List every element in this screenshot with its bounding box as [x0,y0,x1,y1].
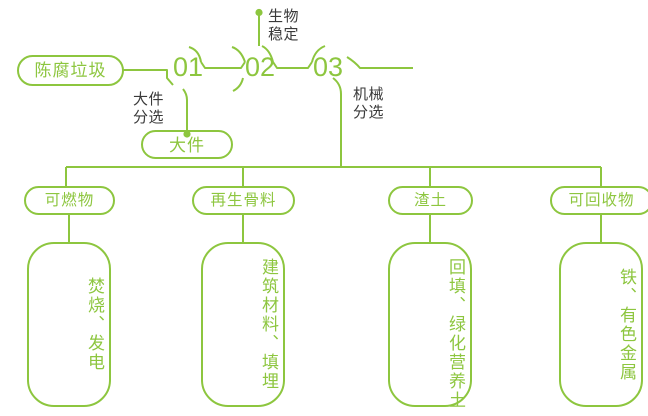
stage-03-note: 机械 分选 [353,86,385,121]
stage-02-bracket-right [261,45,274,63]
trunk-01-to-02 [200,61,246,69]
trunk-source-to-01 [123,69,174,86]
stage-02-bracket-left [231,46,246,63]
byproduct-connector-dot [183,130,191,138]
destination-box-2-outline [201,242,285,407]
stage-number-03: 03 [312,52,344,82]
trunk-03-tail-right [346,56,413,69]
output-pill-label-4[interactable]: 可回收物 [568,192,635,209]
output-pill-label-3[interactable]: 渣土 [413,192,447,209]
stage-01-note: 大件 分选 [133,91,165,126]
destination-box-3-outline [388,242,472,407]
stage-02-note-dot [255,8,263,17]
destination-text-4: 铁、有色金属 [617,267,636,382]
destination-text-3: 回填、绿化营养土 [446,258,465,410]
stage-01-drop-to-byproduct [182,88,188,133]
byproduct-node-label[interactable]: 大件 [169,136,205,155]
output-pill-label-2[interactable]: 再生骨料 [210,192,277,209]
stage-01-bracket [188,46,202,63]
output-pill-label-1[interactable]: 可燃物 [44,192,95,209]
trunk-02-to-03 [272,61,313,69]
stage-03-drop [332,77,342,167]
stage-number-02: 02 [244,52,276,82]
destination-box-4-outline [559,242,643,407]
destination-text-1: 焚烧、发电 [85,277,104,372]
stage-02-note: 生物 稳定 [268,8,300,43]
stage-03-bracket [311,45,326,63]
destination-box-1-outline [27,242,111,407]
stage-number-01: 01 [172,52,204,82]
destination-text-2: 建筑材料、填埋 [259,258,278,391]
source-node-label[interactable]: 陈腐垃圾 [34,61,107,80]
byproduct-pill-outline [141,130,233,159]
stage-02-curve-down-left [232,77,244,92]
